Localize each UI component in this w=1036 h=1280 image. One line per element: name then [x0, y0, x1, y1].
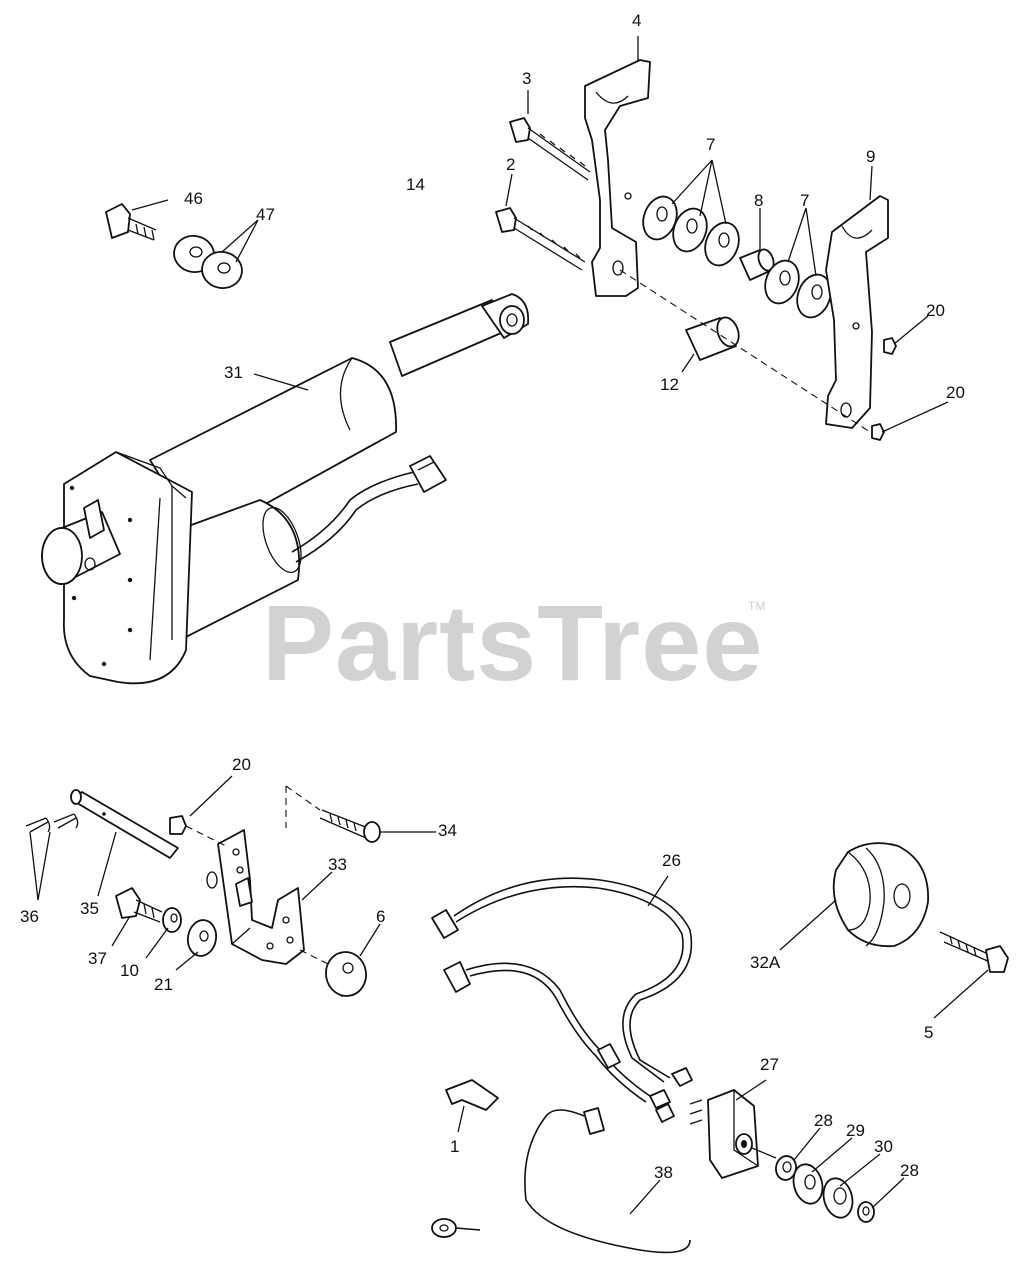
- part-12-spacer: [685, 316, 740, 361]
- callout-29: 29: [846, 1121, 865, 1140]
- callout-27: 27: [760, 1055, 779, 1074]
- part-2-bolt: [495, 207, 586, 271]
- part-5-bolt: [939, 931, 1009, 973]
- callout-37: 37: [88, 949, 107, 968]
- part-36-cotter-pins: [25, 813, 79, 833]
- callout-14: 14: [406, 175, 425, 194]
- part-31-actuator: [41, 293, 530, 685]
- callout-20-upper: 20: [926, 301, 945, 320]
- callout-46: 46: [184, 189, 203, 208]
- callout-32a: 32A: [750, 953, 781, 972]
- watermark-trademark: TM: [748, 599, 765, 613]
- callout-31: 31: [224, 363, 243, 382]
- callout-5: 5: [924, 1023, 933, 1042]
- pivot-centerline-a: [185, 825, 227, 847]
- callout-4: 4: [632, 11, 641, 30]
- part-4-bracket: [584, 59, 651, 297]
- assembly-centerline: [619, 269, 871, 433]
- part-33-bracket: [206, 829, 305, 965]
- callout-20-pivot: 20: [232, 755, 251, 774]
- part-21-washer: [186, 919, 218, 957]
- pivot-centerline-c: [299, 949, 333, 967]
- callout-12: 12: [660, 375, 679, 394]
- callout-47: 47: [256, 205, 275, 224]
- part-26-wire-harness: [431, 877, 693, 1123]
- part-1-clip: [445, 1079, 499, 1111]
- callout-20-lower: 20: [946, 383, 965, 402]
- callout-labels: 4 3 2 14 7 7 8 9 46 47 20 20 12 31 20 34…: [20, 11, 965, 1182]
- part-20-nut-lower: [871, 423, 885, 441]
- callout-26: 26: [662, 851, 681, 870]
- part-20-nut-pivot: [169, 815, 187, 835]
- pivot-centerline-b: [285, 785, 321, 828]
- part-6-washer: [325, 951, 367, 997]
- part-28-nut-lower: [857, 1201, 875, 1223]
- leader-lines: [29, 36, 989, 1215]
- callout-30: 30: [874, 1137, 893, 1156]
- callout-7-left: 7: [706, 135, 715, 154]
- callout-34: 34: [438, 821, 457, 840]
- callout-8: 8: [754, 191, 763, 210]
- part-35-pin: [70, 789, 179, 859]
- part-20-nut-upper: [883, 337, 897, 355]
- part-38-ground-wire: [431, 1107, 691, 1254]
- callout-33: 33: [328, 855, 347, 874]
- part-7-washers-left: [642, 195, 740, 267]
- part-30-washer: [822, 1177, 854, 1219]
- callout-6: 6: [376, 907, 385, 926]
- part-3-bolt: [509, 117, 591, 181]
- part-32a-bumper: [832, 842, 929, 948]
- part-10-lock-washer: [162, 907, 182, 933]
- part-7-washers-right: [764, 259, 832, 319]
- watermark-text: PartsTree: [262, 582, 763, 703]
- part-29-washer: [792, 1163, 824, 1205]
- callout-10: 10: [120, 961, 139, 980]
- part-34-bolt: [319, 809, 381, 843]
- callout-38: 38: [654, 1163, 673, 1182]
- callout-1: 1: [450, 1137, 459, 1156]
- callout-2: 2: [506, 155, 515, 174]
- callout-3: 3: [522, 69, 531, 88]
- callout-9: 9: [866, 147, 875, 166]
- part-37-bolt: [115, 887, 163, 923]
- part-46-bolt: [105, 203, 157, 241]
- callout-35: 35: [80, 899, 99, 918]
- part-9-bracket: [825, 195, 889, 429]
- callout-36: 36: [20, 907, 39, 926]
- callout-28-upper: 28: [814, 1111, 833, 1130]
- callout-7-right: 7: [800, 191, 809, 210]
- part-27-switch: [689, 1089, 777, 1179]
- callout-21: 21: [154, 975, 173, 994]
- watermark: PartsTree TM: [262, 582, 765, 703]
- part-47-washers: [173, 235, 243, 289]
- callout-28-lower: 28: [900, 1161, 919, 1180]
